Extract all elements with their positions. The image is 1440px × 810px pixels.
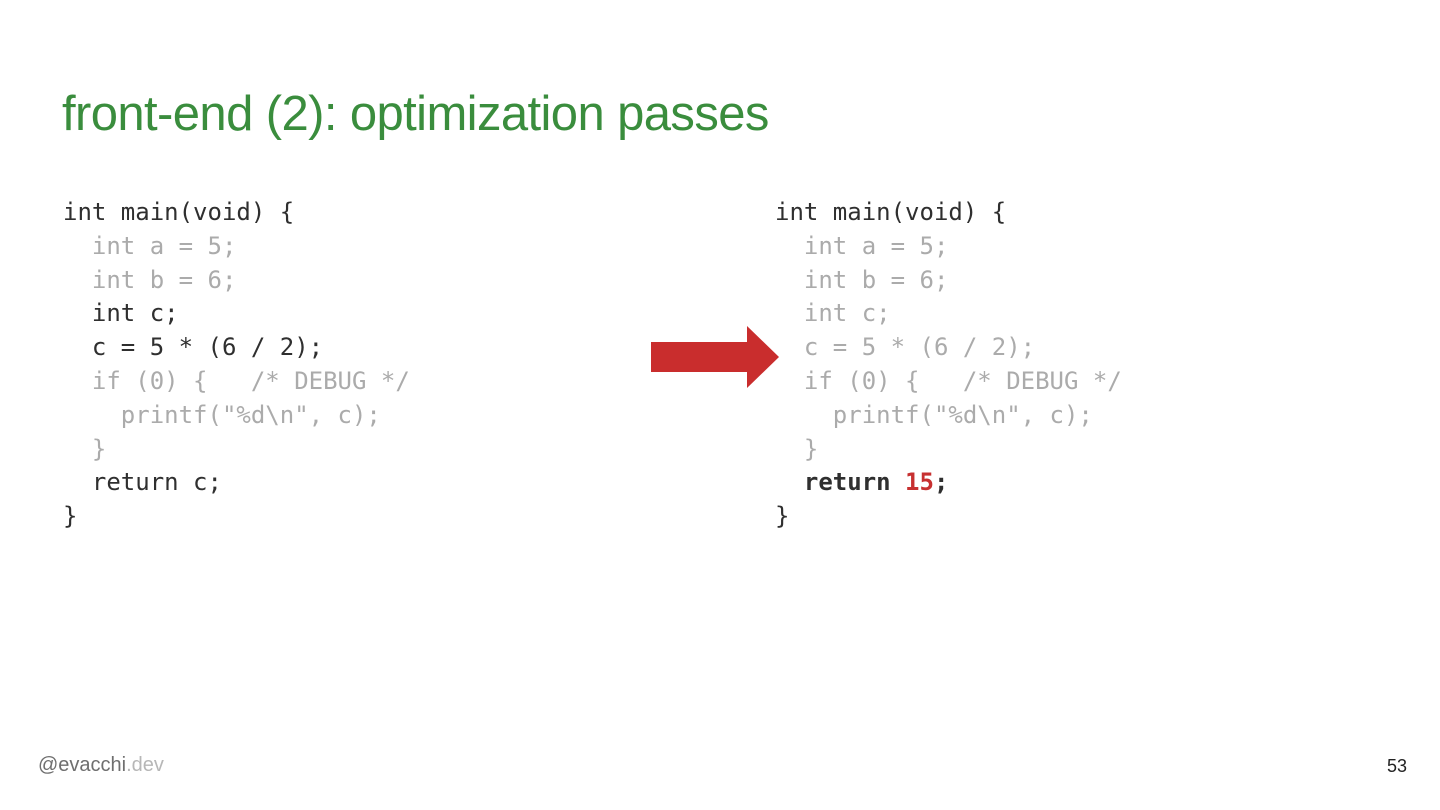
code-line: int a = 5; [63, 230, 410, 264]
code-line: } [775, 433, 1122, 467]
code-after: int main(void) { int a = 5; int b = 6; i… [775, 196, 1122, 534]
code-text: c = 5 * (6 / 2); [63, 333, 324, 362]
code-text: int b = 6; [63, 265, 237, 294]
code-line: printf("%d\n", c); [775, 399, 1122, 433]
code-text: int a = 5; [775, 231, 949, 260]
code-text: int main(void) { [63, 198, 295, 226]
code-line: c = 5 * (6 / 2); [775, 331, 1122, 365]
code-line: int a = 5; [775, 230, 1122, 264]
code-text: } [63, 502, 78, 531]
footer-handle-domain: .dev [126, 754, 164, 776]
code-text: printf("%d\n", c); [775, 400, 1093, 429]
code-line: } [63, 500, 410, 534]
code-line: if (0) { /* DEBUG */ [775, 365, 1122, 399]
code-line: } [775, 500, 1122, 534]
code-line: int c; [63, 297, 410, 331]
code-text: c = 5 * (6 / 2); [775, 333, 1036, 362]
code-text: } [775, 434, 819, 463]
code-text: int c; [775, 299, 891, 328]
code-text: int c; [63, 299, 179, 328]
code-line: int c; [775, 297, 1122, 331]
code-text: if (0) { /* DEBUG */ [775, 366, 1122, 395]
code-suffix: ; [933, 468, 949, 497]
footer-handle: @evacchi.dev [38, 752, 164, 778]
code-line: return c; [63, 466, 410, 500]
slide-title: front-end (2): optimization passes [62, 87, 769, 141]
code-text: printf("%d\n", c); [63, 400, 381, 429]
code-line: int b = 6; [63, 264, 410, 298]
code-text: return [775, 468, 906, 497]
code-line: int main(void) { [775, 196, 1122, 230]
constant-folded-value: 15 [905, 468, 934, 497]
code-text: return c; [63, 468, 222, 497]
page-number: 53 [1386, 756, 1407, 776]
code-text: int a = 5; [63, 231, 237, 260]
code-line: } [63, 433, 410, 467]
code-text: } [775, 502, 790, 531]
code-text: } [63, 434, 107, 463]
code-text: int main(void) { [775, 198, 1007, 226]
code-line: c = 5 * (6 / 2); [63, 331, 410, 365]
code-text: int b = 6; [775, 265, 949, 294]
arrow-right-icon [651, 326, 779, 388]
code-text: if (0) { /* DEBUG */ [63, 366, 410, 395]
code-line: return 15; [775, 466, 1122, 500]
code-line: int b = 6; [775, 264, 1122, 298]
code-before: int main(void) { int a = 5; int b = 6; i… [63, 196, 410, 534]
footer-handle-name: @evacchi [38, 754, 127, 776]
code-line: printf("%d\n", c); [63, 399, 410, 433]
code-line: if (0) { /* DEBUG */ [63, 365, 410, 399]
code-line: int main(void) { [63, 196, 410, 230]
